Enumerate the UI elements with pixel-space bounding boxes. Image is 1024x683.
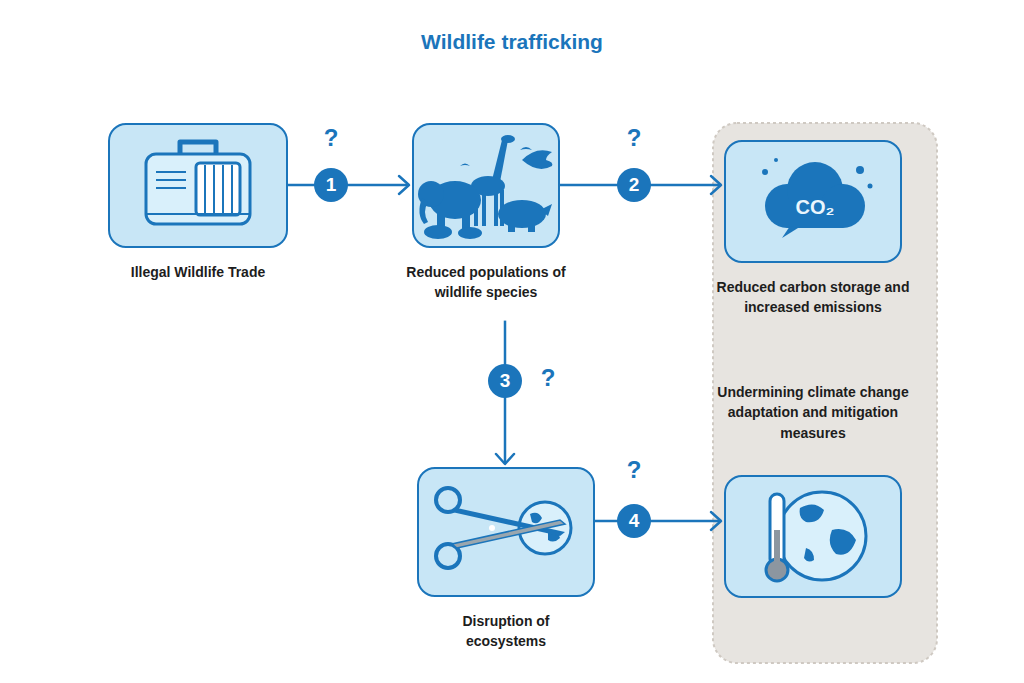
animals-icon	[522, 150, 552, 169]
grouping-band	[713, 123, 937, 663]
climate-box: Undermining climate change adaptation an…	[724, 475, 902, 598]
co2-symbol: CO₂	[785, 195, 845, 219]
box-fill	[413, 124, 559, 247]
node-label: Undermining climate change adaptation an…	[717, 382, 909, 443]
carrier-icon	[156, 172, 186, 188]
globe-thermometer-icon	[778, 492, 866, 580]
globe-thermometer-icon	[770, 494, 784, 566]
arrow-head	[496, 454, 514, 464]
animals-icon	[528, 220, 535, 232]
arrow-head	[711, 512, 721, 530]
box-fill	[725, 476, 901, 597]
animals-icon	[462, 208, 470, 230]
carrier-icon	[180, 142, 216, 154]
co2-cloud-icon	[774, 158, 778, 162]
node-label: Reduced populations of wildlife species	[403, 262, 569, 303]
co2-cloud-icon	[762, 169, 768, 175]
animals-icon	[540, 204, 552, 216]
callout-number: 4	[617, 504, 651, 538]
scissors-globe-icon	[436, 488, 571, 568]
co2-cloud-icon	[762, 158, 873, 238]
diagram-title: Wildlife trafficking	[0, 30, 1024, 54]
scissors-globe-icon	[436, 488, 460, 512]
co2-cloud-icon	[868, 184, 873, 189]
node-label: Reduced carbon storage and increased emi…	[711, 277, 915, 318]
carrier-icon	[146, 154, 250, 224]
callout-number: 1	[314, 168, 348, 202]
carrier-icon	[196, 163, 240, 215]
carrier-icon	[205, 165, 232, 213]
trade-box: Illegal Wildlife Trade	[108, 123, 288, 248]
animals-icon	[501, 135, 515, 143]
co2-cloud-icon	[856, 166, 864, 174]
connector-line	[595, 520, 721, 523]
carrier-icon	[146, 142, 250, 224]
box-fill	[109, 124, 287, 247]
animals-icon	[424, 225, 452, 239]
callout-number: 3	[488, 364, 522, 398]
arrow-head	[399, 176, 409, 194]
animals-icon	[458, 227, 482, 239]
box-fill	[418, 468, 594, 596]
question-mark: ?	[619, 124, 649, 152]
animals-icon	[508, 220, 515, 232]
animals-icon	[418, 135, 552, 239]
question-mark: ?	[533, 364, 563, 392]
box-fill	[725, 141, 901, 262]
connector	[288, 176, 409, 194]
node-label: Illegal Wildlife Trade	[88, 262, 308, 282]
co2-cloud-icon	[782, 226, 798, 238]
globe-thermometer-icon	[766, 492, 866, 581]
animals-icon	[419, 198, 428, 224]
population-box: Reduced populations of wildlife species	[412, 123, 560, 248]
connector	[595, 512, 721, 530]
connector-line	[288, 184, 409, 187]
animals-icon	[492, 140, 508, 182]
animals-icon	[498, 200, 546, 228]
scissors-globe-icon	[452, 520, 565, 548]
box-fill	[109, 124, 901, 597]
ecosystem-box: Disruption of ecosystems	[417, 467, 595, 597]
animals-icon	[460, 164, 470, 167]
scissors-globe-icon	[436, 488, 460, 568]
carrier-icon	[146, 213, 250, 215]
animals-icon	[494, 192, 498, 226]
question-mark: ?	[619, 456, 649, 484]
arrow-head	[711, 176, 721, 194]
globe-thermometer-icon	[800, 504, 856, 561]
globe-thermometer-icon	[774, 530, 780, 566]
callout-number: 2	[617, 168, 651, 202]
animals-icon	[520, 147, 532, 150]
question-mark: ?	[316, 124, 346, 152]
node-label: Disruption of ecosystems	[444, 611, 568, 652]
scissors-globe-icon	[489, 525, 495, 531]
animals-icon	[482, 192, 486, 226]
